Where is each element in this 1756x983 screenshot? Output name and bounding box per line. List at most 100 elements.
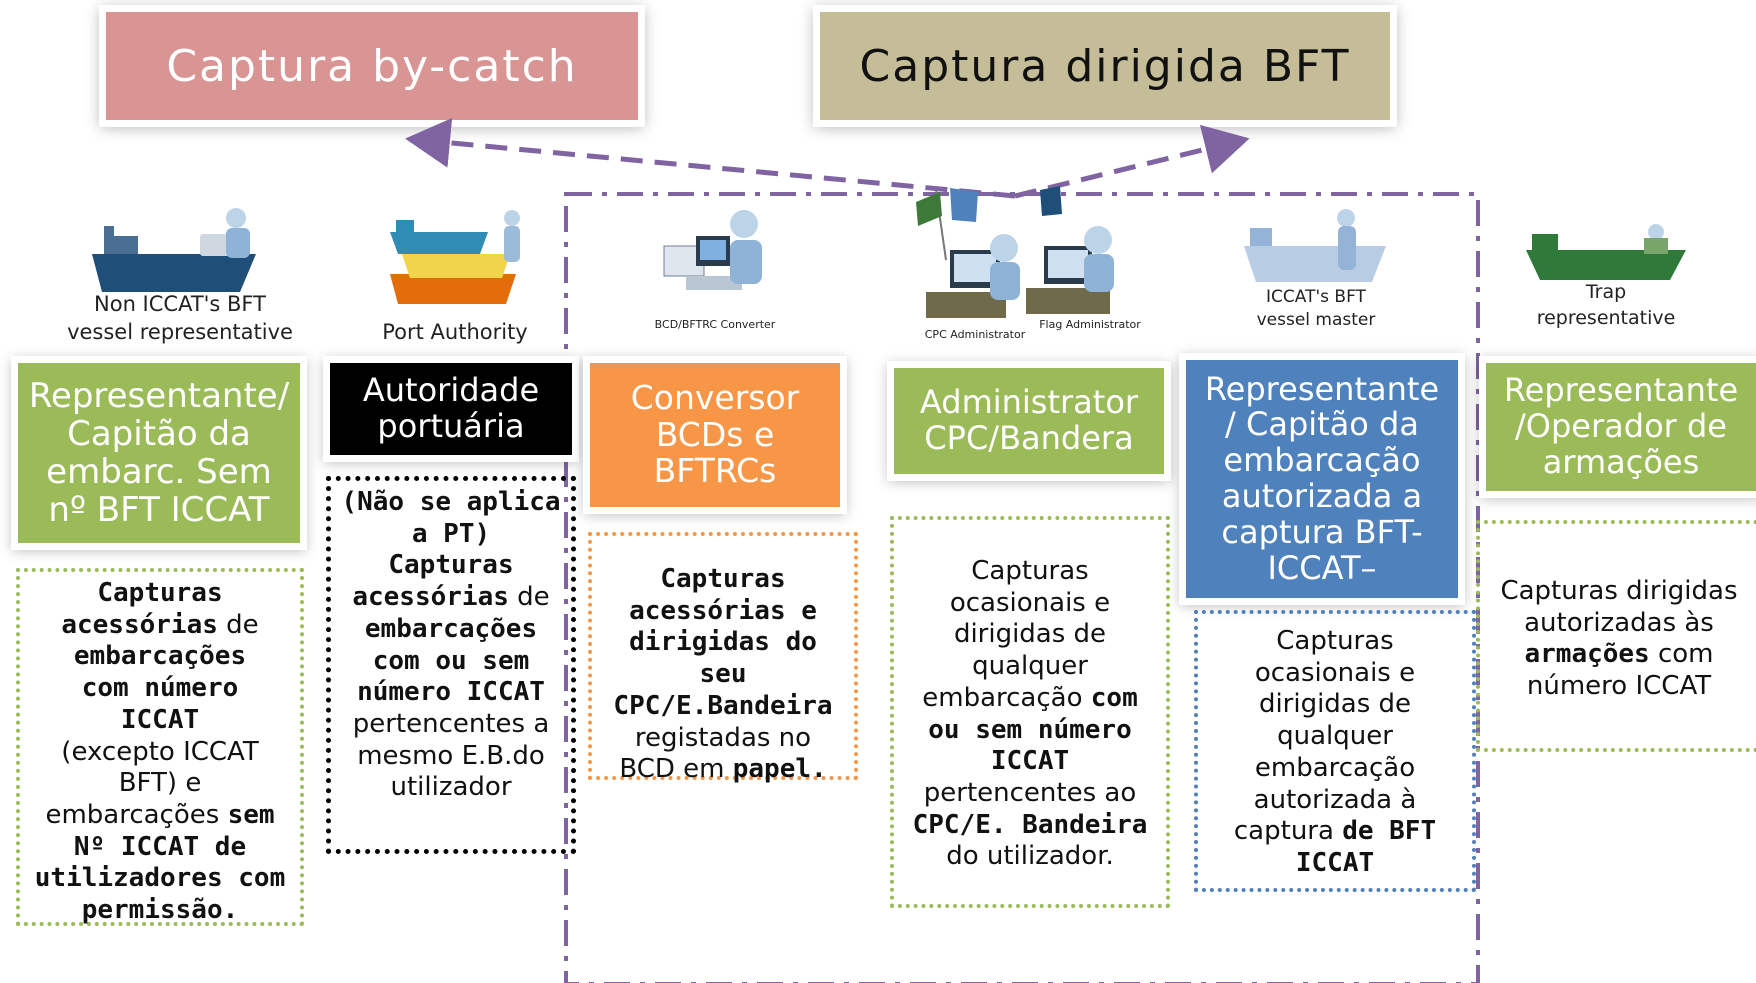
description-segment: com número (81, 673, 239, 704)
description-segment: de (217, 609, 259, 640)
description-segment: dirigidas do seu (629, 627, 817, 690)
description-line: acessórias de (61, 610, 258, 642)
description-line: ou sem número (928, 715, 1132, 747)
description-line: ocasionais e (1255, 658, 1415, 690)
description-line: permissão. (82, 895, 239, 927)
description-line: autorizada à (1254, 785, 1417, 817)
description-segment: Nº ICCAT de (73, 831, 247, 862)
description-segment: número ICCAT (357, 677, 545, 708)
description-line: registadas no (635, 723, 811, 755)
description-line: ICCAT (991, 746, 1069, 778)
description-segment: (Não se aplica (341, 487, 561, 517)
description-line: dirigidas do seu (598, 627, 848, 690)
description-line: acessórias e (629, 596, 817, 628)
converter-computer-icon (663, 210, 762, 290)
description-segment: BFT) e (118, 768, 202, 799)
description-line: acessórias de (352, 582, 549, 614)
description-line: Capturas dirigidas (1500, 576, 1737, 608)
description-line: com ou sem (373, 646, 530, 678)
description-line: (Não se aplica (341, 487, 560, 519)
description-segment: Capturas (1276, 626, 1394, 656)
description-segment: registadas no (634, 722, 812, 753)
description-segment: embarcações (73, 641, 247, 672)
description-segment: CPC/E.Bandeira (613, 690, 833, 721)
description-line: Capturas (388, 550, 513, 582)
description-line: BCD em papel. (619, 754, 826, 786)
description-line: embarcações (74, 641, 246, 673)
description-line: BFT) e (119, 768, 202, 800)
description-segment: Capturas dirigidas (1500, 576, 1738, 606)
description-line: qualquer (1277, 721, 1393, 753)
vessel-person-icon (92, 208, 256, 292)
description-segment: do utilizador. (946, 841, 1114, 872)
description-segment: a PT) (411, 518, 491, 549)
arrow-to-directed (1014, 124, 1250, 199)
port-authority-icon-label: Port Authority (382, 320, 528, 344)
national-scope-frame (564, 192, 1480, 983)
description-line: ICCAT (1296, 848, 1374, 880)
description-segment: sem (227, 800, 275, 831)
description-segment: autorizadas às (1524, 607, 1714, 638)
description-segment: com (1090, 682, 1138, 713)
description-segment: BCD em (619, 754, 733, 785)
directed-capture-box: Captura dirigida BFT (820, 12, 1390, 120)
port-authority-icon (390, 210, 520, 304)
description-segment: embarcações (45, 800, 228, 831)
description-segment: embarcações (364, 613, 538, 644)
description-line: Capturas (971, 556, 1088, 588)
directed-capture-label: Captura dirigida BFT (859, 40, 1351, 92)
description-line: (excepto ICCAT (61, 737, 258, 769)
description-line: com número (82, 673, 239, 705)
description-segment: dirigidas de (953, 619, 1107, 650)
description-line: mesmo E.B.do (357, 741, 545, 773)
bycatch-box: Captura by-catch (106, 12, 638, 120)
description-segment: Capturas (388, 550, 514, 581)
description-segment: acessórias (61, 609, 218, 640)
description-segment: captura (1233, 816, 1343, 847)
converter-icon-label: BCD/BFTRC Converter (654, 318, 776, 331)
description-line: Capturas (660, 564, 785, 596)
description-segment: (excepto ICCAT (61, 736, 259, 767)
description-line: embarcações (365, 614, 537, 646)
description-segment: ICCAT (1295, 848, 1375, 879)
description-segment: embarcação (922, 682, 1091, 713)
description-line: embarcação (1255, 753, 1415, 785)
description-segment: de BFT (1342, 816, 1437, 847)
description-segment: permissão. (81, 895, 239, 926)
description-line: dirigidas de (954, 619, 1106, 651)
description-segment: CPC/E. Bandeira (912, 809, 1148, 840)
description-line: CPC/E. Bandeira (913, 810, 1148, 842)
vessel-master-icon (1244, 209, 1386, 282)
description-segment: Capturas (97, 578, 223, 608)
description-line: embarcações sem (45, 800, 274, 832)
description-line: Capturas (97, 578, 222, 610)
description-segment: embarcação (1254, 752, 1416, 783)
description-segment: pertencentes ao (923, 778, 1137, 809)
description-segment: Capturas (971, 556, 1089, 586)
description-line: armações com (1524, 639, 1713, 671)
description-line: utilizador (390, 772, 511, 804)
description-segment: dirigidas de (1258, 689, 1412, 720)
description-line: número ICCAT (357, 677, 545, 709)
description-segment: ICCAT (120, 704, 200, 735)
description-segment: com ou sem (372, 645, 530, 676)
description-segment: de (508, 582, 550, 613)
administrator-flags-icon (916, 186, 1114, 318)
description-segment: qualquer (1277, 721, 1393, 752)
flag-admin-icon-label: Flag Administrator (1039, 318, 1141, 331)
description-segment: pertencentes a (352, 709, 550, 740)
